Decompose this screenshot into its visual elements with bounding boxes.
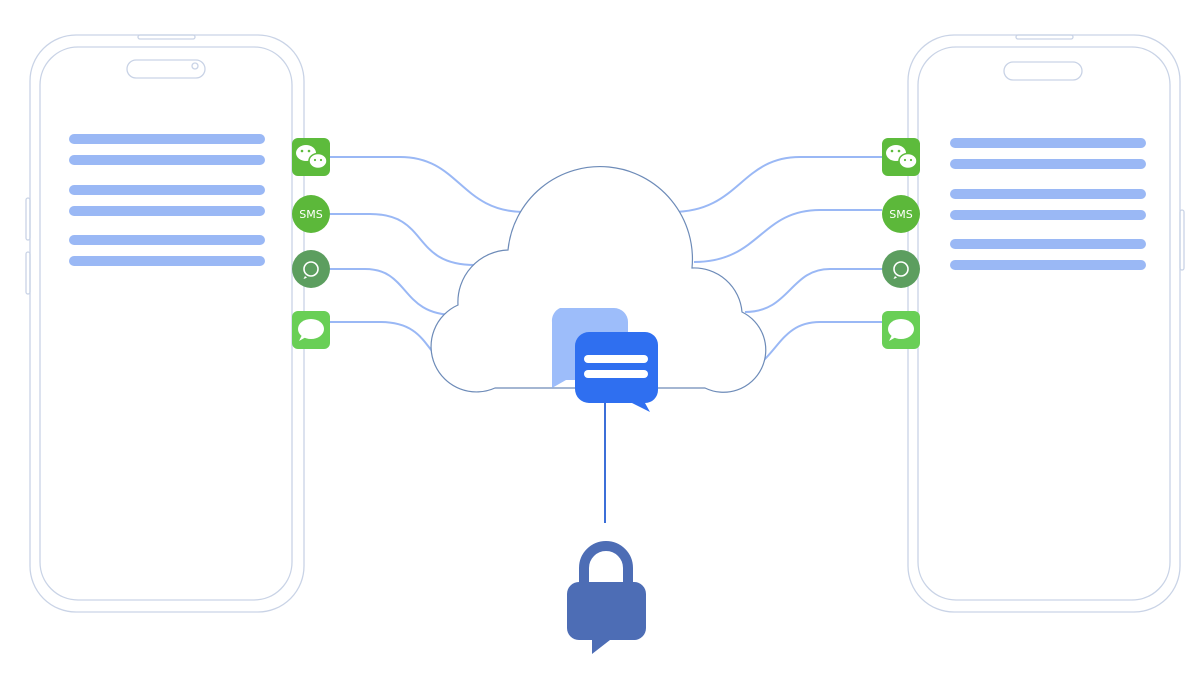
right-app-icons: SMS — [882, 138, 920, 349]
sms-icon[interactable]: SMS — [292, 195, 330, 233]
imessage-icon[interactable] — [292, 311, 330, 349]
left-message-lines — [69, 134, 265, 266]
sms-label: SMS — [889, 208, 912, 221]
right-phone — [907, 34, 1185, 613]
lock-chat-icon — [567, 541, 646, 654]
chat-bubbles-icon — [551, 308, 658, 412]
whatsapp-icon[interactable] — [292, 250, 330, 288]
right-message-lines — [950, 138, 1146, 270]
sms-icon[interactable]: SMS — [882, 195, 920, 233]
imessage-icon[interactable] — [882, 311, 920, 349]
cloud-icon — [430, 166, 767, 393]
wechat-icon[interactable] — [292, 138, 330, 176]
wechat-icon[interactable] — [882, 138, 920, 176]
left-phone — [25, 34, 305, 613]
whatsapp-icon[interactable] — [882, 250, 920, 288]
left-app-icons: SMS — [292, 138, 330, 349]
sms-label: SMS — [299, 208, 322, 221]
